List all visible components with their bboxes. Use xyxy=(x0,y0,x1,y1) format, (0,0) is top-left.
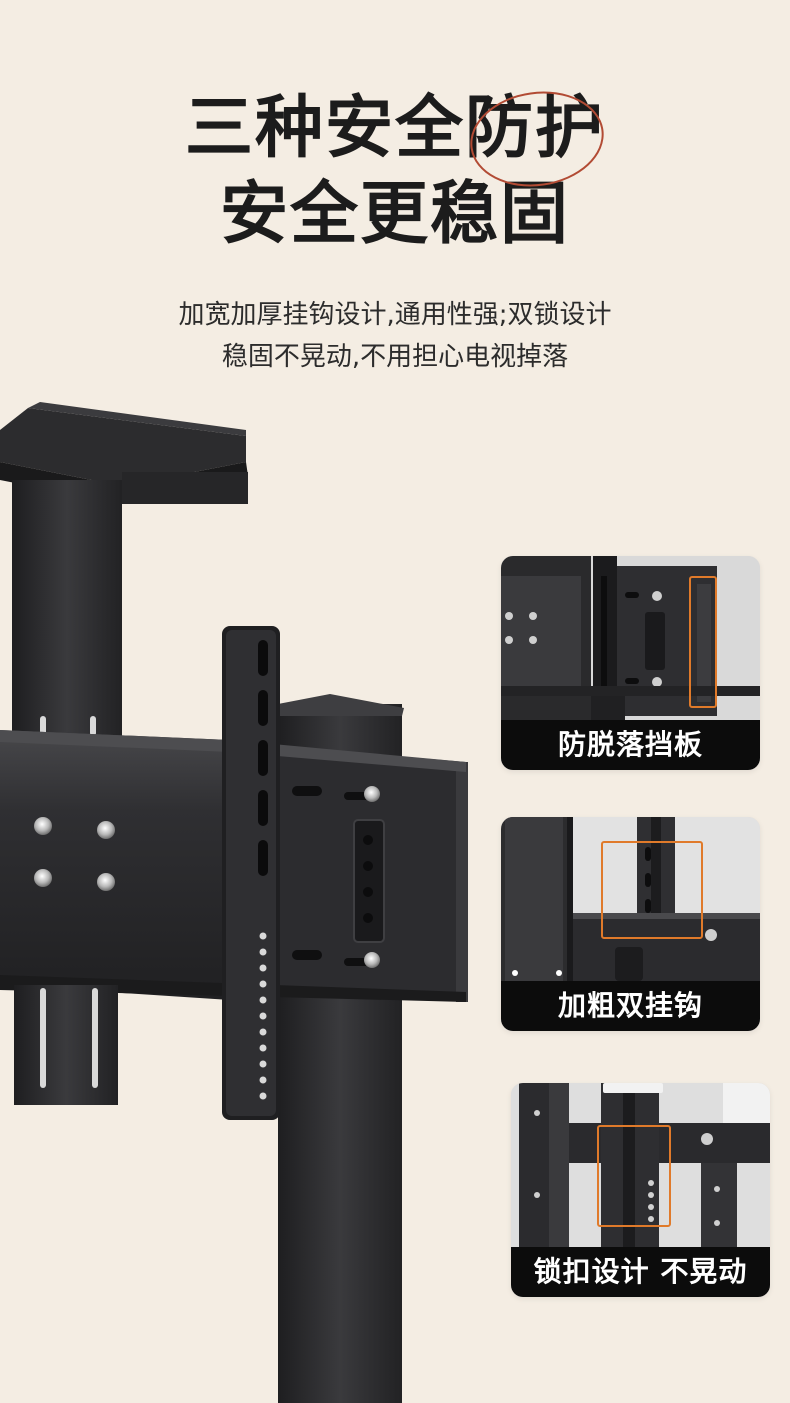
lower-arm xyxy=(14,985,118,1105)
feature-card-double-hook: 加粗双挂钩 xyxy=(501,817,760,1031)
bracket-bolts xyxy=(34,817,115,891)
headline-line-2: 安全更稳固 xyxy=(219,175,570,254)
feature-card-lock-buckle: 锁扣设计 不晃动 xyxy=(511,1083,770,1297)
highlight-box xyxy=(601,841,703,939)
top-shelf xyxy=(0,402,248,504)
feature-label: 加粗双挂钩 xyxy=(501,981,760,1031)
highlight-box xyxy=(689,576,717,708)
hanging-strip xyxy=(222,626,280,1120)
upper-column xyxy=(12,480,122,740)
feature-label: 防脱落挡板 xyxy=(501,720,760,770)
description: 加宽加厚挂钩设计,通用性强;双锁设计 稳固不晃动,不用担心电视掉落 xyxy=(0,294,790,378)
headline: 三种安全防护 安全更稳固 xyxy=(0,83,790,256)
right-plates xyxy=(292,786,385,968)
feature-label: 锁扣设计 不晃动 xyxy=(511,1247,770,1297)
headline-line-1: 三种安全防护 xyxy=(184,89,605,168)
tv-stand-illustration xyxy=(0,402,468,1403)
description-line-2: 稳固不晃动,不用担心电视掉落 xyxy=(221,342,569,372)
feature-card-anti-drop: 防脱落挡板 xyxy=(501,556,760,770)
highlight-box xyxy=(597,1125,671,1227)
description-line-1: 加宽加厚挂钩设计,通用性强;双锁设计 xyxy=(178,300,612,330)
